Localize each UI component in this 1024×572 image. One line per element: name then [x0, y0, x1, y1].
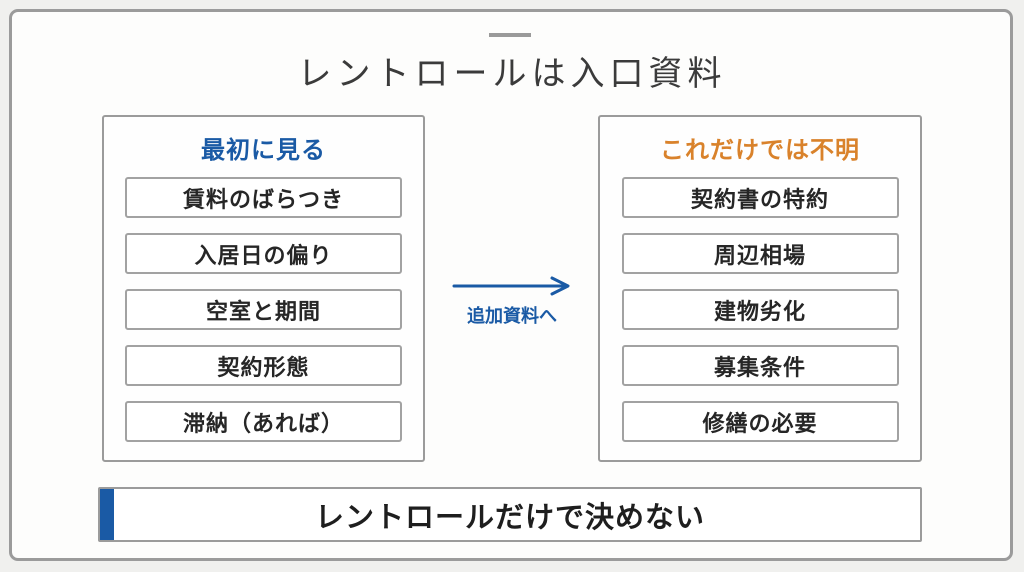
list-item: 契約形態: [125, 345, 402, 386]
list-item: 賃料のばらつき: [125, 177, 402, 218]
right-arrow-icon: [452, 276, 570, 296]
list-item: 修繕の必要: [621, 401, 899, 442]
title-dash: [489, 33, 531, 37]
panel-unknown: これだけでは不明 契約書の特約 周辺相場 建物劣化 募集条件 修繕の必要: [598, 115, 922, 462]
list-item: 滞納（あれば）: [125, 401, 402, 442]
flow-arrow-group: 追加資料へ: [452, 271, 572, 327]
panel-unknown-items: 契約書の特約 周辺相場 建物劣化 募集条件 修繕の必要: [600, 177, 920, 442]
footer-message: レントロールだけで決めない: [314, 501, 705, 534]
footer-accent-bar: [100, 489, 114, 540]
list-item: 空室と期間: [125, 289, 402, 330]
slide-title: レントロールは入口資料: [297, 55, 727, 93]
panel-unknown-header: これだけでは不明: [660, 136, 860, 164]
flow-arrow-label: 追加資料へ: [467, 306, 557, 326]
list-item: 周辺相場: [621, 233, 899, 274]
list-item: 建物劣化: [621, 289, 899, 330]
panel-first-look: 最初に見る 賃料のばらつき 入居日の偏り 空室と期間 契約形態 滞納（あれば）: [102, 115, 425, 462]
footer-banner: レントロールだけで決めない: [98, 487, 922, 542]
list-item: 契約書の特約: [621, 177, 899, 218]
list-item: 入居日の偏り: [125, 233, 402, 274]
panel-first-look-items: 賃料のばらつき 入居日の偏り 空室と期間 契約形態 滞納（あれば）: [104, 177, 423, 442]
panel-first-look-header: 最初に見る: [201, 136, 326, 164]
list-item: 募集条件: [621, 345, 899, 386]
